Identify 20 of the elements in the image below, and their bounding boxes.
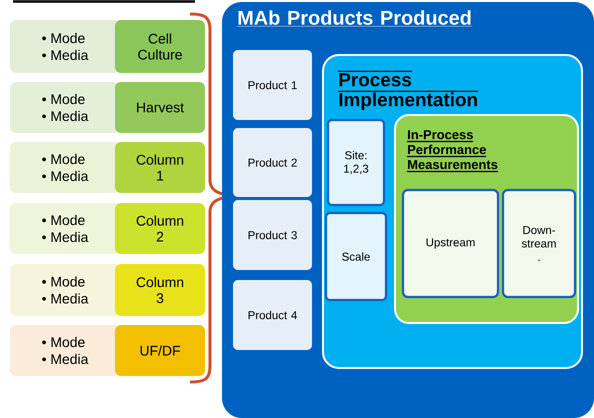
process-step-box: Column 3 bbox=[115, 264, 205, 316]
product-box: Product 4 bbox=[233, 280, 312, 350]
media-box: • Mode • Media bbox=[10, 264, 120, 316]
process-step-box: Harvest bbox=[115, 82, 205, 133]
product-box: Product 1 bbox=[233, 50, 312, 120]
process-step-box: Column 2 bbox=[115, 203, 205, 254]
product-box: Product 2 bbox=[233, 128, 312, 197]
process-step-box: UF/DF bbox=[115, 325, 205, 376]
process-step-box: Column 1 bbox=[115, 142, 205, 193]
media-box: • Mode • Media bbox=[10, 203, 120, 254]
attribute-box: Scale bbox=[324, 212, 388, 302]
media-box: • Mode • Media bbox=[10, 20, 120, 73]
product-box: Product 3 bbox=[233, 200, 312, 270]
measurement-box: Upstream bbox=[402, 188, 500, 298]
media-box: • Mode • Media bbox=[10, 142, 120, 193]
media-box: • Mode • Media bbox=[10, 325, 120, 376]
process-step-box: Cell Culture bbox=[115, 20, 205, 73]
attribute-box: Site: 1,2,3 bbox=[326, 118, 386, 206]
media-box: • Mode • Media bbox=[10, 82, 120, 133]
measurement-box: Down- stream . bbox=[502, 188, 576, 298]
